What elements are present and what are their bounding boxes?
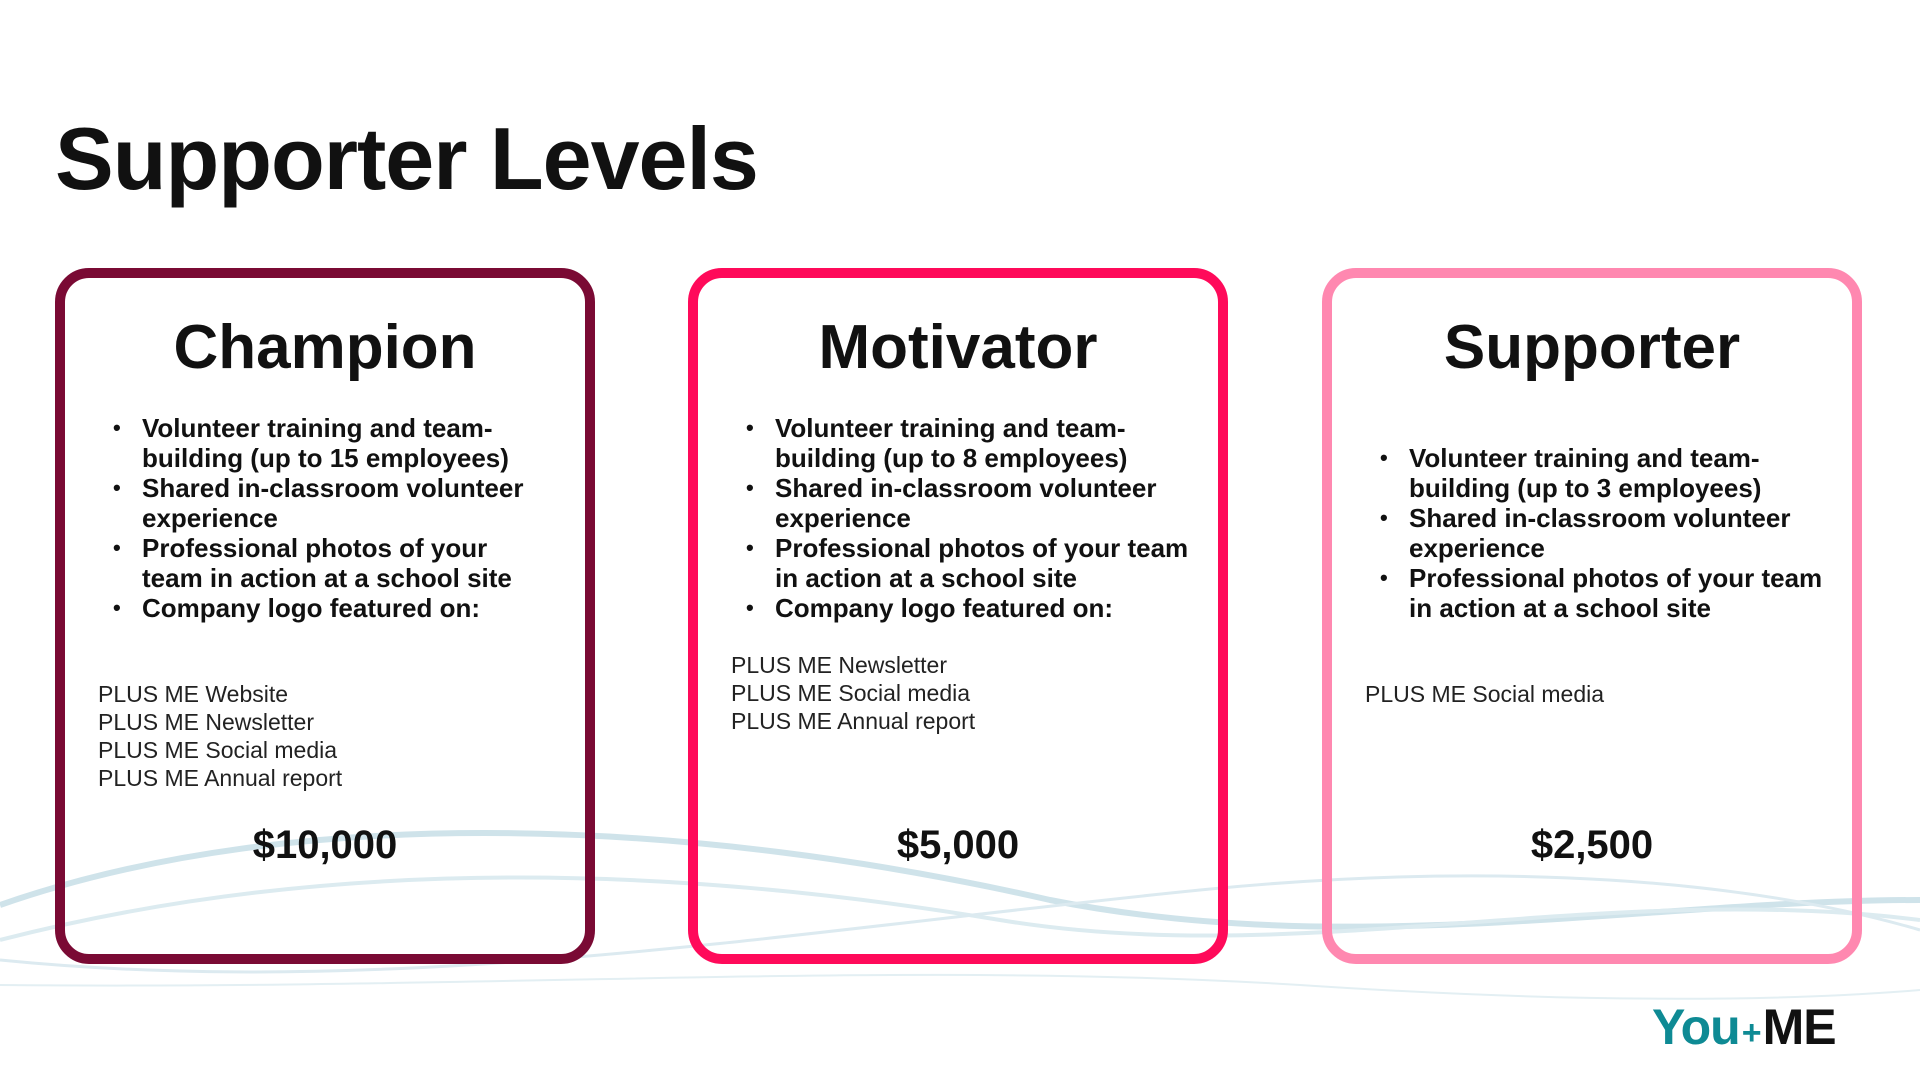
tier-card-supporter: Supporter Volunteer training and team-bu… bbox=[1322, 268, 1862, 964]
benefit-item: Volunteer training and team-building (up… bbox=[738, 413, 1198, 473]
tier-name: Supporter bbox=[1443, 313, 1741, 382]
benefits-list: Volunteer training and team-building (up… bbox=[738, 413, 1198, 623]
featured-item: PLUS ME Social media bbox=[731, 680, 971, 706]
featured-item: PLUS ME Website bbox=[98, 681, 289, 707]
tier-card-motivator: Motivator Volunteer training and team-bu… bbox=[688, 268, 1228, 964]
benefits-list: Volunteer training and team-building (up… bbox=[1372, 443, 1832, 623]
featured-on-list: PLUS ME Website PLUS ME Newsletter PLUS … bbox=[98, 680, 565, 792]
benefit-item: Volunteer training and team-building (up… bbox=[105, 413, 545, 473]
featured-item: PLUS ME Newsletter bbox=[731, 652, 948, 678]
tier-name: Motivator bbox=[818, 313, 1098, 382]
featured-item: PLUS ME Social media bbox=[1365, 681, 1605, 707]
featured-item: PLUS ME Social media bbox=[98, 737, 338, 763]
benefit-item: Shared in-classroom volunteer experience bbox=[105, 473, 545, 533]
benefits-list: Volunteer training and team-building (up… bbox=[105, 413, 545, 623]
featured-item: PLUS ME Annual report bbox=[98, 765, 343, 791]
tier-price: $10,000 bbox=[252, 823, 398, 867]
benefit-item: Professional photos of your team in acti… bbox=[1372, 563, 1832, 623]
logo-me-text: ME bbox=[1762, 999, 1837, 1055]
featured-on-list: PLUS ME Newsletter PLUS ME Social media … bbox=[731, 651, 1198, 735]
benefit-item: Shared in-classroom volunteer experience bbox=[738, 473, 1198, 533]
benefit-item: Company logo featured on: bbox=[105, 593, 545, 623]
tier-price: $2,500 bbox=[1530, 823, 1654, 867]
tier-name: Champion bbox=[173, 313, 477, 382]
logo-plus-icon: + bbox=[1741, 1014, 1762, 1052]
logo-you-text: You bbox=[1652, 999, 1741, 1055]
featured-item: PLUS ME Annual report bbox=[731, 708, 976, 734]
featured-item: PLUS ME Newsletter bbox=[98, 709, 315, 735]
benefit-item: Professional photos of your team in acti… bbox=[105, 533, 545, 593]
benefit-item: Volunteer training and team-building (up… bbox=[1372, 443, 1832, 503]
you-plus-me-logo: You + ME bbox=[1652, 998, 1837, 1056]
tier-price: $5,000 bbox=[896, 823, 1020, 867]
tier-card-champion: Champion Volunteer training and team-bui… bbox=[55, 268, 595, 964]
featured-on-list: PLUS ME Social media bbox=[1365, 680, 1832, 708]
benefit-item: Professional photos of your team in acti… bbox=[738, 533, 1198, 593]
slide-title: Supporter Levels bbox=[55, 109, 759, 208]
benefit-item: Company logo featured on: bbox=[738, 593, 1198, 623]
benefit-item: Shared in-classroom volunteer experience bbox=[1372, 503, 1832, 563]
